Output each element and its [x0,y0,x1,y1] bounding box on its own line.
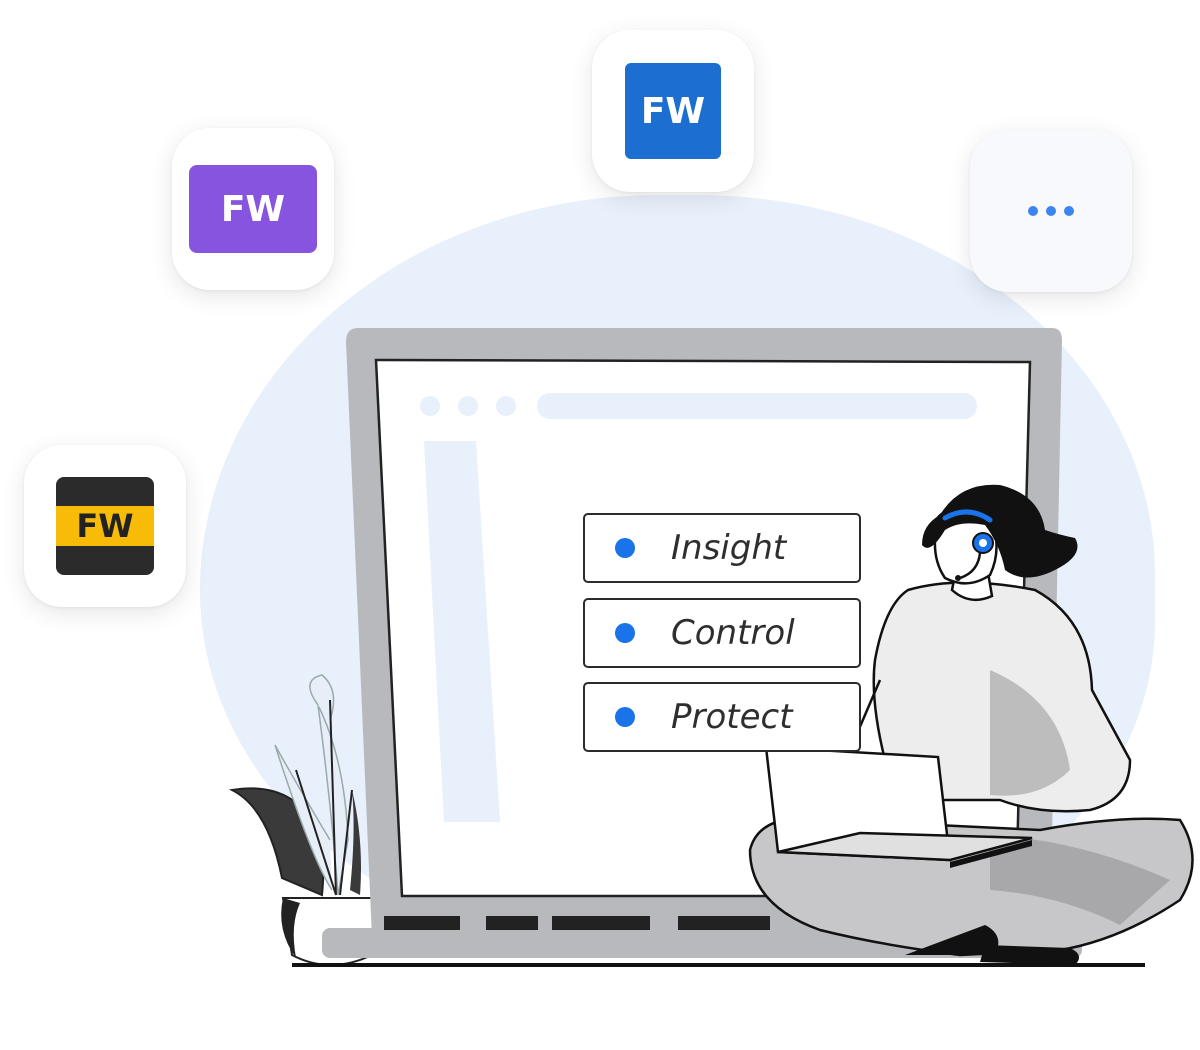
fw-yellow-label: FW [76,507,134,545]
fw-purple-app-tile[interactable]: FW [172,128,334,290]
fw-yellow-app-icon: FW [56,477,154,575]
feature-item-protect[interactable]: Protect [583,682,861,752]
feature-label: Protect [671,697,793,737]
feature-label: Control [671,613,795,653]
feature-item-insight[interactable]: Insight [583,513,861,583]
support-agent-illustration [748,484,1194,965]
feature-item-control[interactable]: Control [583,598,861,668]
fw-blue-app-icon: FW [625,63,721,159]
fw-purple-label: FW [220,188,286,230]
plant-illustration [228,674,380,966]
ellipsis-icon [1028,206,1074,216]
fw-blue-label: FW [640,90,706,132]
fw-blue-app-tile[interactable]: FW [592,30,754,192]
fw-purple-app-icon: FW [189,165,317,253]
feature-label: Insight [671,528,787,568]
more-apps-tile[interactable] [970,130,1132,292]
bullet-dot-icon [615,623,635,643]
bullet-dot-icon [615,707,635,727]
bullet-dot-icon [615,538,635,558]
fw-yellow-app-tile[interactable]: FW [24,445,186,607]
